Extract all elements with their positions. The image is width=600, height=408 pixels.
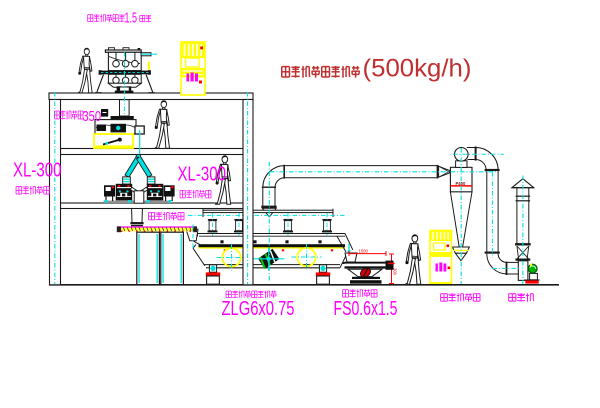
svg-text:XL-300: XL-300 [13,160,62,182]
svg-text:ZLG6x0.75: ZLG6x0.75 [222,298,295,320]
svg-text:1.5: 1.5 [125,10,138,27]
svg-text:1500: 1500 [359,249,369,254]
svg-text:FS0.6x1.5: FS0.6x1.5 [334,298,398,320]
svg-text:350: 350 [83,108,102,125]
svg-text:(500kg/h): (500kg/h) [363,55,472,83]
svg-text:XL-300: XL-300 [178,164,227,186]
